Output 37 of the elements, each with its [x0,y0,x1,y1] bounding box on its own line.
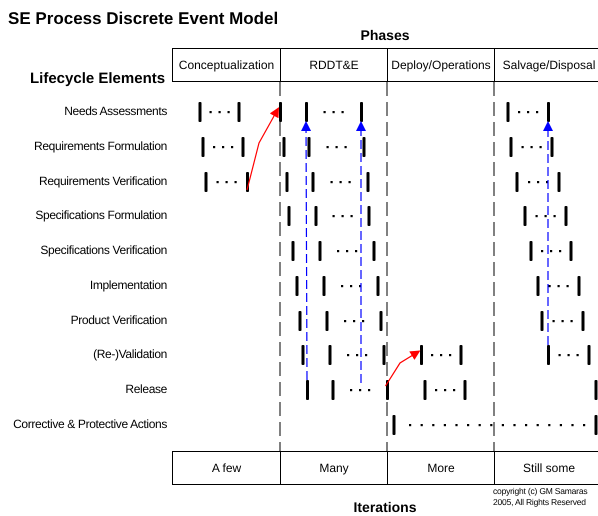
row-label: Requirements Verification [39,174,167,188]
phase-header-cell: Deploy/Operations [387,48,495,82]
diagram-title: SE Process Discrete Event Model [8,9,278,29]
event-bar [386,380,388,400]
row-label: Specifications Formulation [35,208,167,222]
event-bar [278,102,282,122]
row-label: Corrective & Protective Actions [13,417,167,431]
event-bar [420,345,422,365]
row-label: Specifications Verification [40,243,167,257]
iteration-cell: A few [172,451,281,485]
arrow [543,121,553,345]
row-label: Product Verification [70,313,167,327]
arrow [301,121,312,380]
row-label: Release [125,382,167,396]
arrow [385,350,420,386]
arrow [356,121,366,383]
row-label: Requirements Formulation [34,139,167,153]
row-label: Needs Assessments [64,104,167,118]
axis-title: Phases [360,27,410,43]
copyright-note: copyright (c) GM Samaras 2005, All Rights Reserved [493,486,588,508]
event-bar [546,102,550,122]
event-bar [246,172,248,192]
arrow [246,107,280,190]
event-bar [360,102,362,122]
row-label: Implementation [90,278,167,292]
iteration-cell: Still some [494,451,598,485]
row-label: (Re-)Validation [93,347,167,361]
event-bar [306,380,308,400]
phase-header-cell: Salvage/Disposal [494,48,598,82]
phase-header-cell: Conceptualization [172,48,281,82]
event-bar [546,345,550,365]
iteration-cell: More [387,451,495,485]
iteration-cell: Many [280,451,388,485]
event-bar [304,102,308,122]
axis-title: Lifecycle Elements [30,70,166,87]
axis-title: Iterations [354,499,416,515]
phase-header-cell: RDDT&E [280,48,388,82]
